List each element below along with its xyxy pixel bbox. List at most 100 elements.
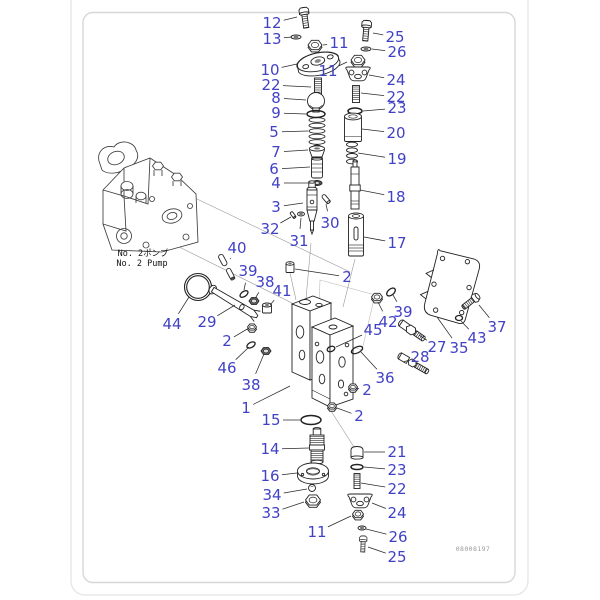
- washer-26a: [360, 46, 372, 52]
- leader-line: [377, 301, 383, 312]
- oring-23b: [350, 463, 364, 471]
- part-number-label: 2: [362, 381, 372, 399]
- leader-line: [283, 98, 307, 101]
- bolt-25a: [361, 19, 373, 42]
- spring-19: [346, 141, 358, 165]
- leader-line: [283, 202, 304, 207]
- leader-line: [281, 166, 311, 169]
- leader-line: [368, 74, 385, 79]
- pin-40: [218, 253, 236, 281]
- part-number-label: 15: [261, 411, 280, 429]
- leader-line: [280, 216, 292, 224]
- washer-43: [454, 314, 464, 322]
- nut-11c: [351, 509, 365, 521]
- leader-line: [299, 217, 302, 230]
- washer-45: [326, 345, 336, 353]
- leader-line: [436, 316, 453, 339]
- nut-2d: [326, 402, 338, 412]
- plug-2a: [285, 261, 295, 273]
- leader-line: [363, 236, 386, 242]
- oring-36: [350, 345, 364, 355]
- ring-39b: [386, 287, 396, 297]
- part-number-label: 42: [378, 313, 397, 331]
- part-number-label: 35: [449, 339, 468, 357]
- stud-22c: [353, 473, 361, 489]
- part-number-label: 12: [262, 14, 281, 32]
- part-number-label: 25: [387, 548, 406, 566]
- washer-26b: [357, 525, 367, 531]
- part-number-label: 24: [387, 504, 406, 522]
- part-number-label: 36: [375, 369, 394, 387]
- leader-line: [253, 385, 291, 405]
- nut-11b: [350, 54, 366, 68]
- part-number-label: 45: [363, 321, 382, 339]
- construction-line: [330, 410, 355, 448]
- leader-line: [355, 387, 360, 389]
- part-number-label: 22: [386, 88, 405, 106]
- stud-22b: [352, 85, 360, 103]
- leader-line: [283, 36, 293, 39]
- part-number-label: 6: [269, 160, 279, 178]
- flange-10: [296, 51, 341, 77]
- leader-line: [372, 32, 384, 36]
- part-number-label: 17: [387, 234, 406, 252]
- capnut-21: [350, 446, 364, 460]
- part-number-label: 39: [393, 303, 412, 321]
- part-number-label: 37: [487, 318, 506, 336]
- part-number-label: 14: [260, 440, 279, 458]
- pump-housing: [98, 141, 199, 253]
- leader-line: [392, 294, 398, 302]
- part-number-label: 11: [329, 34, 348, 52]
- pump-caption-japanese: No. 2ポンプ: [118, 249, 169, 259]
- bolt-12: [298, 6, 310, 29]
- washer-31: [297, 211, 305, 217]
- leader-line: [281, 472, 298, 476]
- part-number-label: 38: [255, 273, 274, 291]
- leader-line: [362, 108, 386, 112]
- leader-line: [281, 130, 309, 133]
- construction-line: [289, 272, 297, 301]
- leader-line: [357, 152, 386, 158]
- part-number-label: 25: [385, 28, 404, 46]
- part-number-label: 34: [262, 486, 281, 504]
- part-number-label: 38: [241, 376, 260, 394]
- part-number-label: 33: [261, 504, 280, 522]
- part-number-label: 44: [162, 315, 181, 333]
- leader-line: [327, 515, 352, 528]
- pin-30: [321, 194, 331, 205]
- ringnut-16: [297, 462, 329, 485]
- part-number-label: 32: [260, 220, 279, 238]
- part-number-label: 4: [271, 174, 281, 192]
- part-number-label: 19: [387, 150, 406, 168]
- leader-line: [361, 128, 385, 132]
- part-number-label: 9: [271, 104, 281, 122]
- leader-line: [229, 257, 231, 260]
- part-number-label: 22: [387, 480, 406, 498]
- part-number-label: 26: [388, 528, 407, 546]
- part-number-label: 41: [272, 282, 291, 300]
- spring-5: [308, 117, 326, 145]
- part-number-label: 2: [354, 407, 364, 425]
- leader-line: [281, 447, 310, 450]
- washer-13: [290, 34, 302, 40]
- leader-line: [365, 528, 387, 535]
- clamp-24a: [345, 66, 371, 82]
- lever-29: [208, 284, 261, 322]
- poppet-8: [307, 92, 325, 113]
- nut-38b: [260, 347, 272, 355]
- page-frame-outer: [70, 0, 529, 596]
- part-glyphs-layer: [98, 6, 481, 553]
- nut-2b: [246, 323, 258, 333]
- document-id: 08008197: [456, 545, 491, 553]
- part-number-label: 27: [427, 338, 446, 356]
- part-number-label: 2: [342, 268, 352, 286]
- part-number-label: 43: [467, 329, 486, 347]
- part-number-label: 5: [269, 123, 279, 141]
- part-number-label: 3: [271, 198, 281, 216]
- part-number-label: 23: [387, 99, 406, 117]
- part-number-label: 1: [241, 399, 251, 417]
- leader-line: [282, 85, 312, 88]
- part-number-label: 10: [260, 61, 279, 79]
